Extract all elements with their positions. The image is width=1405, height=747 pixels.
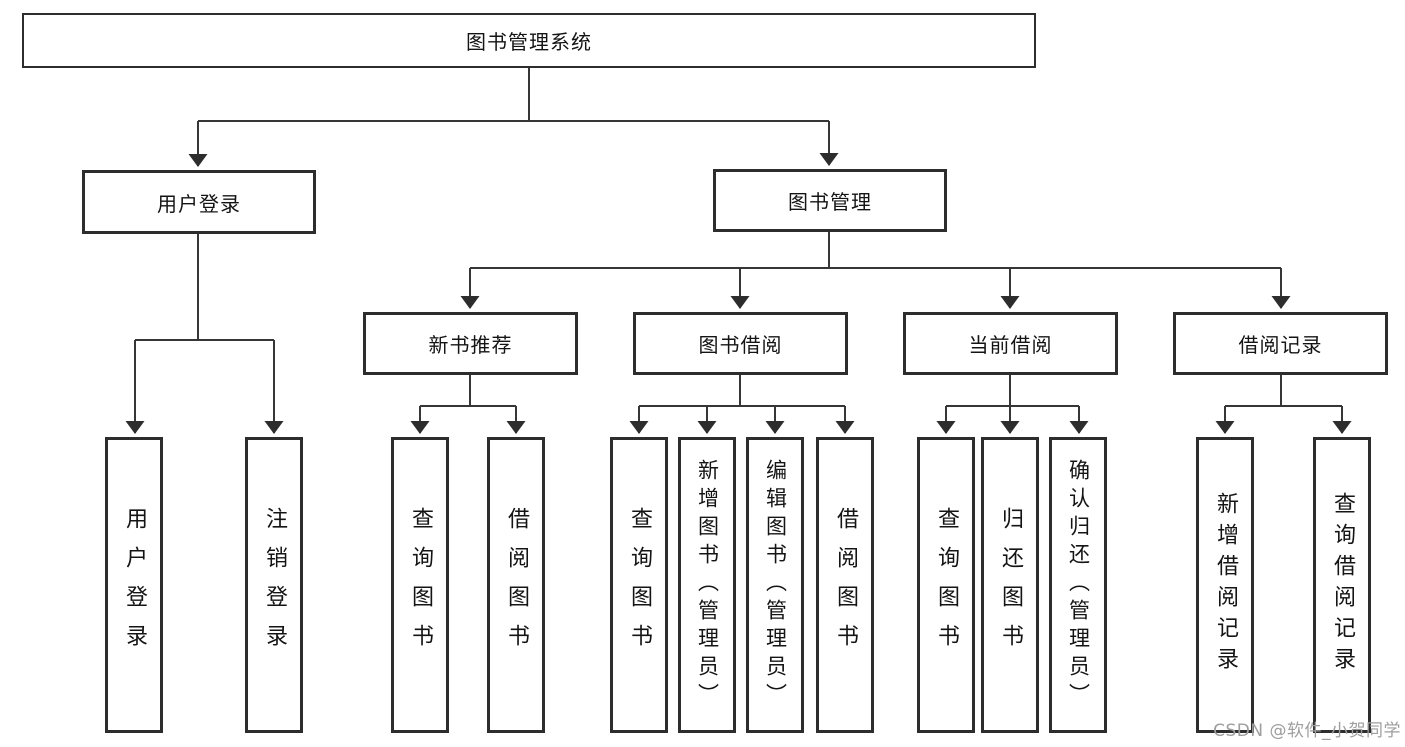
node-book-management: 图书管理 (713, 169, 947, 232)
leaf-query-books-recommend: 查询图书 (391, 437, 449, 733)
leaf-query-borrow-record-label: 查询借阅记录 (1330, 492, 1355, 678)
node-new-book-recommend-label: 新书推荐 (428, 333, 513, 357)
leaf-add-borrow-record-label: 新增借阅记录 (1213, 492, 1238, 678)
connector-management-to-level3 (470, 232, 1281, 269)
node-new-book-recommend: 新书推荐 (363, 312, 578, 375)
leaf-edit-book-admin: 编辑图书（管理员） (746, 437, 804, 733)
leaf-query-borrow-record: 查询借阅记录 (1313, 437, 1371, 733)
node-book-borrow-label: 图书借阅 (698, 333, 783, 357)
node-borrow-records-label: 借阅记录 (1238, 333, 1323, 357)
connector-recommend-group (420, 375, 516, 407)
leaf-query-books-borrow-label: 查询图书 (627, 507, 652, 663)
node-user-login-label: 用户登录 (157, 191, 241, 216)
leaf-return-book-label: 归还图书 (998, 507, 1023, 663)
connector-borrow-group (639, 375, 845, 407)
leaf-add-book-admin-label: 新增图书（管理员） (695, 459, 720, 711)
leaf-add-borrow-record: 新增借阅记录 (1196, 437, 1254, 733)
leaf-query-books-borrow: 查询图书 (610, 437, 668, 733)
connector-root-to-level2 (198, 68, 829, 122)
leaf-logout-label: 注销登录 (262, 507, 287, 663)
leaf-add-book-admin: 新增图书（管理员） (678, 437, 736, 733)
leaf-confirm-return-admin: 确认归还（管理员） (1049, 437, 1107, 733)
leaf-logout: 注销登录 (245, 437, 303, 733)
leaf-borrow-books-recommend-label: 借阅图书 (504, 507, 529, 663)
leaf-query-books-recommend-label: 查询图书 (408, 507, 433, 663)
node-root-label: 图书管理系统 (466, 30, 592, 54)
leaf-borrow-books-label: 借阅图书 (833, 507, 858, 663)
watermark: CSDN @软件_小贺同学 (1213, 721, 1401, 741)
leaf-user-login: 用户登录 (105, 437, 163, 733)
connector-records-group (1225, 375, 1342, 407)
node-borrow-records: 借阅记录 (1173, 312, 1388, 375)
connector-current-group (946, 375, 1079, 407)
leaf-user-login-label: 用户登录 (122, 507, 147, 663)
leaf-return-book: 归还图书 (981, 437, 1039, 733)
leaf-query-books-current: 查询图书 (917, 437, 975, 733)
leaf-borrow-books-recommend: 借阅图书 (487, 437, 545, 733)
node-root-system: 图书管理系统 (22, 13, 1036, 68)
leaf-edit-book-admin-label: 编辑图书（管理员） (763, 459, 788, 711)
node-book-management-label: 图书管理 (788, 190, 872, 214)
leaf-confirm-return-admin-label: 确认归还（管理员） (1066, 459, 1091, 711)
leaf-borrow-books: 借阅图书 (816, 437, 874, 733)
node-user-login: 用户登录 (82, 170, 316, 234)
leaf-query-books-current-label: 查询图书 (934, 507, 959, 663)
node-current-borrow: 当前借阅 (903, 312, 1118, 375)
connector-login-group (135, 234, 274, 341)
node-book-borrow: 图书借阅 (633, 312, 848, 375)
node-current-borrow-label: 当前借阅 (968, 333, 1053, 357)
